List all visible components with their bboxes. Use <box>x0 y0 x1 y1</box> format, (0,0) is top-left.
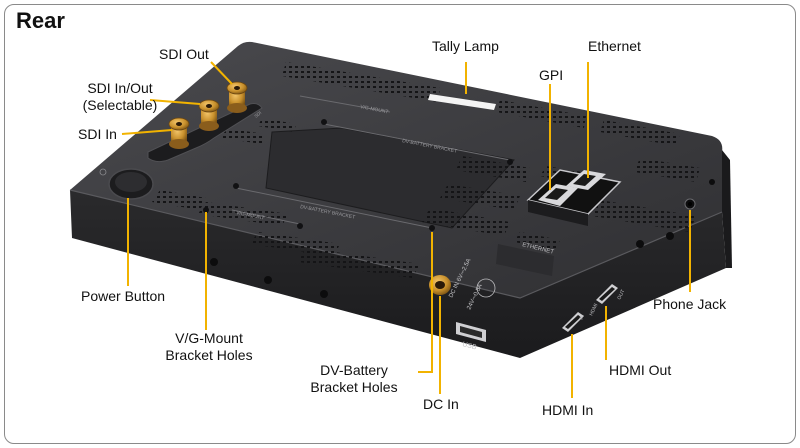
leader-sdi-in <box>121 129 173 135</box>
label-sdi-out: SDI Out <box>159 46 209 62</box>
leader-sdi-inout <box>149 99 201 105</box>
label-phone-jack: Phone Jack <box>653 296 727 312</box>
leader-sdi-out <box>210 61 233 85</box>
label-hdmi-out: HDMI Out <box>609 362 672 378</box>
label-dv-battery-2: Bracket Holes <box>310 379 398 395</box>
print-vg-mount-bottom: V/G-MOUNT <box>236 210 265 221</box>
screw-holes <box>203 119 513 231</box>
label-vg-mount-2: Bracket Holes <box>165 347 253 363</box>
front-edge-holes <box>210 179 715 298</box>
sdi-out-connector <box>226 81 248 113</box>
hdmi-in-port <box>562 312 584 332</box>
phone-jack <box>684 198 696 210</box>
print-hdmi-in: IN <box>578 313 586 320</box>
sdi-inout-connector <box>198 99 220 131</box>
label-gpi: GPI <box>539 67 564 83</box>
print-hdmi-out: OUT <box>616 289 626 301</box>
leader-lines <box>121 61 691 398</box>
page-title: Rear <box>16 8 65 33</box>
power-button <box>99 168 154 200</box>
label-hdmi-in: HDMI In <box>542 402 594 418</box>
label-power-button: Power Button <box>81 288 166 304</box>
print-usb: USB <box>462 341 478 351</box>
label-dv-battery-1: DV-Battery <box>320 362 388 378</box>
leader-dv-battery <box>418 232 433 373</box>
label-sdi-in: SDI In <box>78 126 117 142</box>
hdmi-out-port <box>596 284 618 304</box>
tally-lamp <box>428 94 496 110</box>
sdi-in-connector <box>168 117 190 149</box>
engraved-lines <box>231 95 511 229</box>
dc-in-jack <box>429 275 496 298</box>
label-tally-lamp: Tally Lamp <box>432 38 499 54</box>
label-sdi-inout-note: (Selectable) <box>82 97 158 113</box>
label-ethernet: Ethernet <box>588 38 641 54</box>
print-sdi-marks: SDI <box>253 110 262 119</box>
print-vg-mount-top: V/G-MOUNT <box>360 104 389 115</box>
usb-port <box>456 322 486 342</box>
ethernet-label-plate <box>496 244 554 276</box>
label-sdi-inout: SDI In/Out <box>87 80 153 96</box>
label-vg-mount-1: V/G-Mount <box>175 330 243 346</box>
print-hdmi-logo: HDMI <box>588 303 599 317</box>
label-dc-in: DC In <box>423 396 459 412</box>
